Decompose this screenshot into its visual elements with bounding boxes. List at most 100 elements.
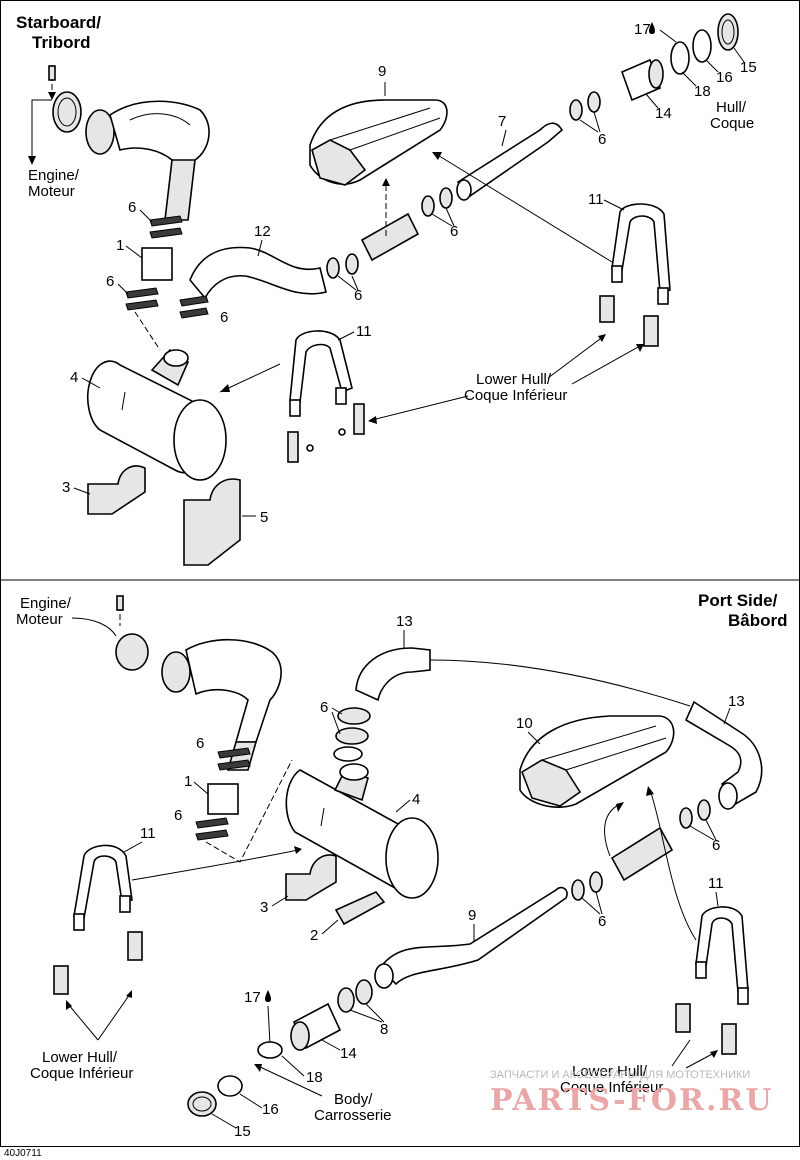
callout-13: 13: [396, 613, 413, 630]
lower-hull-label: Lower Hull/: [476, 371, 552, 388]
pipe-part-7: [456, 122, 564, 198]
callout-6: 6: [450, 223, 458, 240]
ring-nut-part-15: [187, 1091, 217, 1117]
moteur-label: Moteur: [28, 183, 75, 200]
gasket-part-16: [692, 29, 712, 63]
strap-end: [119, 895, 131, 913]
callout-4: 4: [70, 369, 78, 386]
callout-6: 8: [380, 1021, 388, 1038]
callout-9: 10: [516, 715, 533, 732]
callout-6: 6: [196, 735, 204, 752]
tribord-label: Tribord: [32, 33, 91, 52]
coque-label: Coque: [710, 115, 754, 132]
strap-part-11: [695, 906, 749, 993]
callout-4: 4: [412, 791, 420, 808]
flex-pipe: [360, 212, 420, 262]
gasket-part-18: [670, 41, 690, 75]
callout-6: 6: [174, 807, 182, 824]
strap-end: [289, 399, 301, 417]
callout-17: 17: [244, 989, 261, 1006]
bracket-icon: [675, 1003, 737, 1055]
callout-14: 14: [340, 1045, 357, 1062]
callout-6: 6: [354, 287, 362, 304]
bracket-icon: [599, 295, 659, 347]
drawing-code: 40J0711: [4, 1148, 42, 1159]
pipe-part-13-left: [355, 647, 431, 702]
strap-end: [695, 961, 707, 979]
coupler-part-1: [141, 247, 173, 281]
clamp-6-lower: [125, 287, 159, 311]
engine-fastener-icon: [116, 595, 124, 626]
callout-15: 15: [234, 1123, 251, 1140]
bracket-icon: [287, 403, 365, 463]
outlet-fitting-part-14: [620, 58, 664, 102]
callout-16: 16: [716, 69, 733, 86]
lower-hull-right-label: Lower Hull/: [572, 1063, 648, 1080]
callout-3: 3: [62, 479, 70, 496]
coque-inferieur-label: Coque Inférieur: [464, 387, 567, 404]
pipe-part-8: [378, 886, 568, 986]
callout-2: 2: [310, 927, 318, 944]
support-part-3: [285, 854, 337, 901]
top-section: Starboard/ Tribord Engine/ Moteur 6: [16, 13, 757, 566]
dashed-assembly-line: [205, 759, 293, 863]
babord-label: Bâbord: [728, 611, 788, 630]
callout-6: 6: [712, 837, 720, 854]
coque-inferieur-left-label: Coque Inférieur: [30, 1065, 133, 1082]
callout-11: 11: [356, 323, 372, 340]
callout-18: 18: [694, 83, 711, 100]
callout-6: 6: [320, 699, 328, 716]
carrosserie-label: Carrosserie: [314, 1107, 392, 1124]
starboard-label: Starboard/: [16, 13, 101, 32]
resonator-part-9: [309, 99, 448, 186]
watermark-logo: PARTS-FOR.RU: [490, 1083, 774, 1118]
lower-hull-left-label: Lower Hull/: [42, 1049, 118, 1066]
callout-12: 12: [254, 223, 271, 240]
callout-5: 5: [260, 509, 268, 526]
clamp-6-middle: [179, 295, 209, 319]
body-label: Body/: [334, 1091, 373, 1108]
clamp-pair-lower-middle: [571, 871, 603, 901]
port-side-label: Port Side/: [698, 591, 778, 610]
leader-to-resonator: [435, 153, 613, 263]
hull-label: Hull/: [716, 99, 747, 116]
callout-6: 6: [598, 131, 606, 148]
callout-1: 1: [116, 237, 124, 254]
pad-part-2: [334, 891, 386, 926]
callout-17: 17: [634, 21, 651, 38]
sealant-drop-icon: [649, 22, 655, 34]
moteur-label: Moteur: [16, 611, 63, 628]
leader-to-muffler: [219, 363, 281, 393]
clamp-pair-upper-right: [569, 91, 601, 121]
callout-15: 15: [740, 59, 757, 76]
engine-leader: [71, 617, 117, 637]
support-part-5: [183, 478, 241, 566]
ring-nut-part-15: [717, 13, 739, 51]
muffler-part-4: [86, 348, 227, 481]
pipe-part-12: [189, 246, 327, 300]
callout-6: 6: [106, 273, 114, 290]
callout-6: 6: [598, 913, 606, 930]
engine-leader: [31, 99, 52, 160]
coque-inferieur-right-label: Coque Inférieur: [560, 1079, 663, 1096]
callout-11: 11: [588, 191, 604, 208]
clamp-pair-near-12: [326, 253, 359, 279]
bracket-icon: [53, 931, 143, 995]
strap-end: [73, 913, 85, 931]
callout-14: 14: [655, 105, 672, 122]
coupler-part-1: [207, 783, 239, 815]
callout-8: 9: [468, 907, 476, 924]
clamp-6-upper: [149, 215, 183, 239]
resonator-part-9: [519, 715, 675, 808]
exhaust-manifold-pipe: [52, 91, 210, 221]
callout-9: 9: [378, 63, 386, 80]
engine-label: Engine/: [20, 595, 72, 612]
callout-7: 7: [498, 113, 506, 130]
callout-16: 16: [262, 1101, 279, 1118]
callout-13: 13: [728, 693, 745, 710]
clamp-pair-muffler: [333, 707, 371, 762]
callout-10: 11: [140, 825, 156, 842]
clamp-6-upper: [217, 747, 251, 771]
